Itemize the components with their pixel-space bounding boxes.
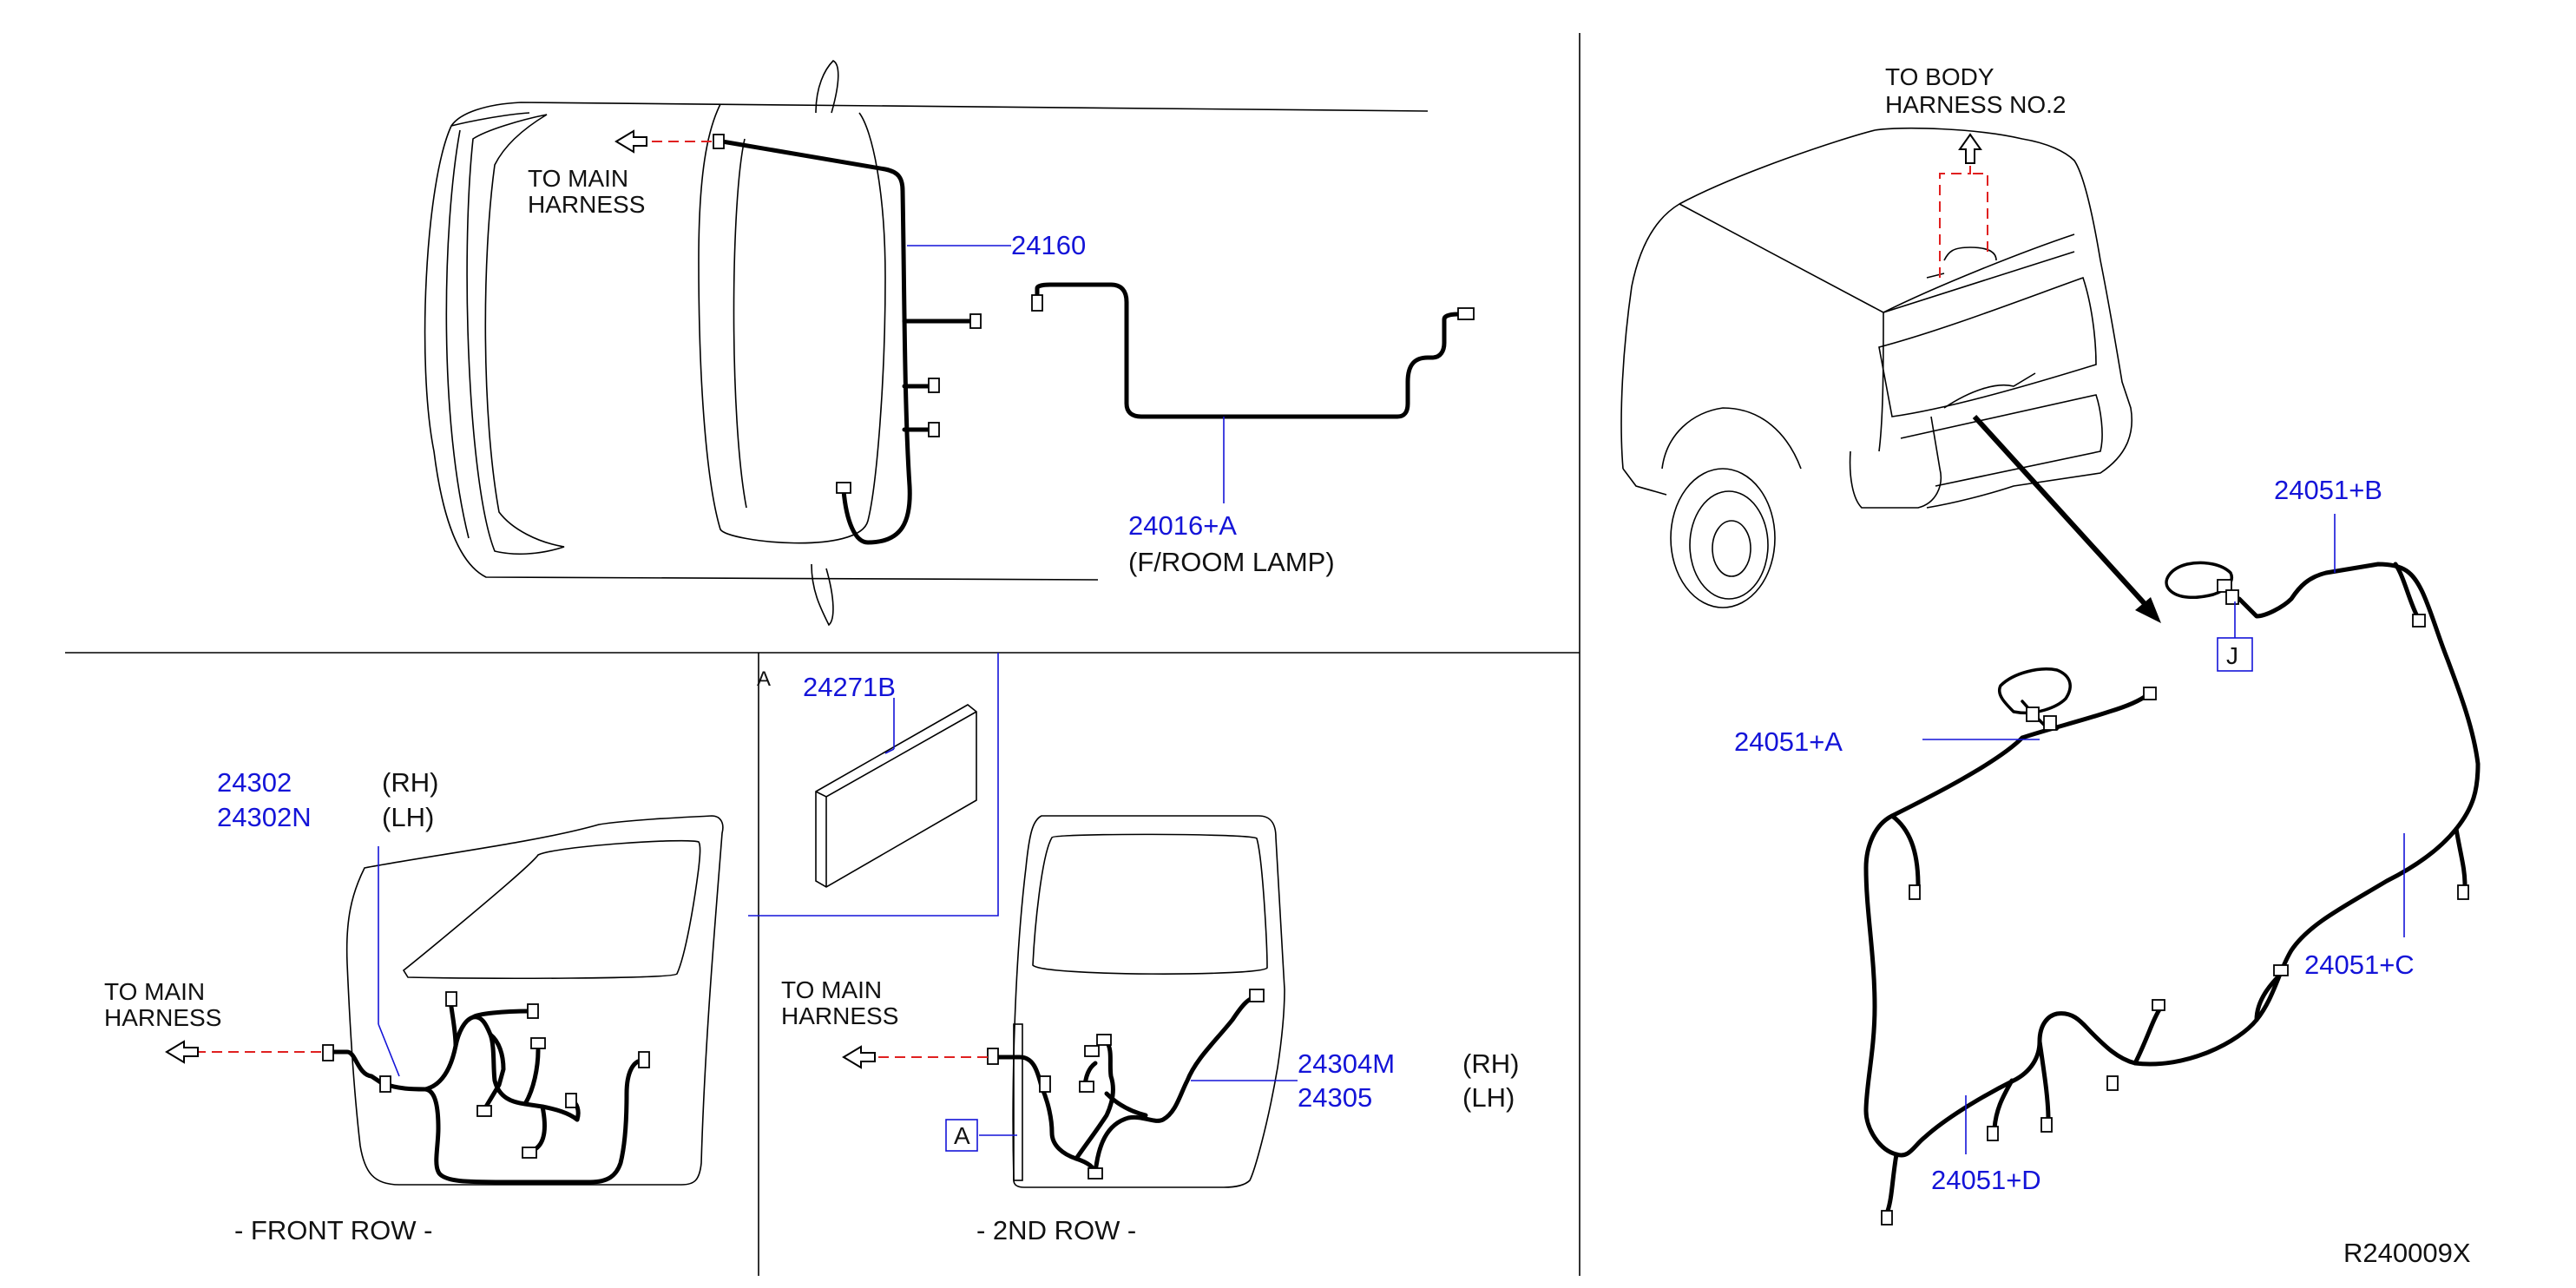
connector: [987, 1048, 999, 1065]
part-number-24302n: 24302N: [217, 802, 312, 832]
connector: [1096, 1034, 1112, 1046]
connector: [2225, 589, 2239, 605]
connector: [836, 482, 851, 494]
connector: [1079, 1081, 1094, 1093]
part-number-24051c: 24051+C: [2304, 950, 2415, 980]
connector: [1909, 884, 1921, 900]
connector: [1457, 307, 1475, 320]
part-number-24051d: 24051+D: [1931, 1165, 2041, 1195]
part-number-24051a: 24051+A: [1734, 726, 1843, 757]
connector: [2273, 964, 2289, 976]
connector: [2043, 715, 2057, 731]
connector: [2412, 614, 2426, 628]
to-main-harness-label: HARNESS: [781, 1002, 898, 1029]
arrow-up-icon: [1958, 133, 1982, 164]
rh-label: (RH): [382, 767, 438, 798]
to-main-harness-label: HARNESS: [104, 1004, 221, 1031]
connector: [1881, 1210, 1893, 1226]
part-number-24160: 24160: [1011, 230, 1086, 260]
part-number-24304m: 24304M: [1298, 1048, 1395, 1079]
connector: [2040, 1117, 2053, 1133]
part-number-24051b: 24051+B: [2274, 475, 2382, 505]
to-main-harness-label: TO MAIN: [781, 976, 882, 1003]
connector: [530, 1037, 546, 1049]
to-main-harness-label: TO MAIN: [528, 165, 628, 192]
connector: [445, 991, 457, 1007]
connector: [476, 1105, 492, 1117]
to-body-harness-label: HARNESS NO.2: [1885, 91, 2067, 118]
connector: [2026, 706, 2040, 722]
diagram-code: R240009X: [2343, 1238, 2471, 1268]
connector: [1039, 1075, 1051, 1093]
connector: [527, 1003, 539, 1019]
ref-box-j: [2217, 637, 2253, 672]
ref-a-box-label: A: [954, 1122, 970, 1149]
connector: [2106, 1075, 2119, 1091]
connector: [322, 1044, 334, 1061]
connector: [1084, 1045, 1100, 1057]
ref-j-box-label: J: [2226, 642, 2238, 669]
front-row-caption: - FRONT ROW -: [234, 1215, 432, 1245]
to-body-harness-label: TO BODY: [1885, 63, 1994, 90]
connector: [2217, 579, 2232, 593]
arrow-down-right-icon: [2135, 597, 2161, 623]
back-door-panel: [1620, 127, 2481, 1226]
connector: [2152, 999, 2165, 1011]
second-row-caption: - 2ND ROW -: [976, 1215, 1136, 1245]
connector: [522, 1147, 537, 1159]
connector: [969, 313, 982, 329]
connector: [379, 1075, 391, 1093]
arrow-left-icon: [842, 1045, 876, 1069]
arrow-left-icon: [614, 129, 647, 154]
connector: [1987, 1126, 1999, 1141]
part-number-24302: 24302: [217, 767, 292, 798]
part-number-24305: 24305: [1298, 1082, 1372, 1113]
connector: [638, 1051, 650, 1068]
ref-box-a: [945, 1119, 978, 1152]
ref-a-label: A: [757, 667, 771, 691]
connector: [1031, 294, 1043, 312]
labels: TO MAIN HARNESS 24160 24016+A (F/ROOM LA…: [104, 63, 2471, 1268]
rear-door-panel: [748, 653, 1298, 1188]
panel-dividers: [65, 33, 1580, 1276]
front-door-panel: [165, 815, 724, 1186]
connector: [1249, 989, 1265, 1002]
part-number-24016a: 24016+A: [1128, 510, 1237, 541]
connector: [928, 378, 940, 393]
connector: [928, 422, 940, 437]
arrow-left-icon: [165, 1040, 199, 1064]
connector: [2143, 687, 2157, 700]
lh-label: (LH): [1462, 1082, 1515, 1113]
room-lamp-label: (F/ROOM LAMP): [1128, 547, 1335, 577]
connector: [2457, 884, 2469, 900]
connector: [565, 1093, 577, 1108]
rh-label: (RH): [1462, 1048, 1519, 1079]
part-number-24271b: 24271B: [803, 672, 896, 702]
lh-label: (LH): [382, 802, 434, 832]
to-main-harness-label: HARNESS: [528, 191, 645, 218]
connector: [1088, 1167, 1103, 1180]
to-main-harness-label: TO MAIN: [104, 978, 205, 1005]
roof-view-panel: [424, 60, 1475, 627]
connector: [713, 134, 725, 149]
